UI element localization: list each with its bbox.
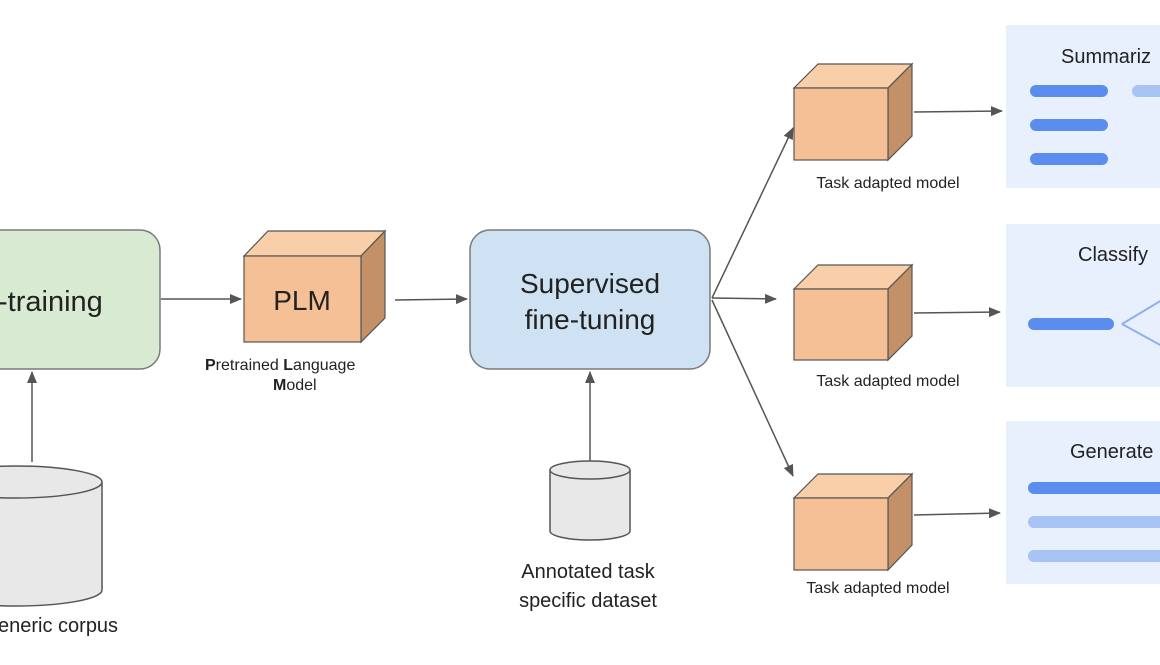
- summarize-lines-icon: [1030, 85, 1160, 165]
- generic-corpus-cylinder: [0, 465, 103, 607]
- task-model-cube-1: [792, 62, 914, 162]
- task-model-label-1: Task adapted model: [816, 175, 959, 192]
- plm-caption-line1: Pretrained Language: [205, 357, 355, 374]
- task-dataset-label-line2: specific dataset: [519, 590, 657, 612]
- task-model-label-2: Task adapted model: [816, 373, 959, 390]
- classify-panel: Classify: [1006, 224, 1160, 387]
- generate-lines-icon: [1028, 482, 1160, 562]
- classify-branch-icon: [1028, 300, 1160, 347]
- classify-panel-bg: [1006, 224, 1160, 387]
- finetune-box: Supervised fine-tuning: [469, 229, 711, 370]
- arrow-finetune-to-model-1: [711, 127, 794, 299]
- task-dataset-label-line1: Annotated task: [521, 561, 655, 583]
- plm-cube: PLM: [242, 229, 387, 344]
- arrow-finetune-to-model-2: [711, 293, 777, 304]
- finetune-label-line2: fine-tuning: [525, 304, 656, 335]
- classify-panel-title: Classify: [1078, 244, 1148, 266]
- task-model-cube-2: [792, 263, 914, 362]
- arrow-model-2-to-classify: [913, 307, 1001, 318]
- pretraining-box: -training: [0, 229, 161, 370]
- arrow-model-3-to-generate: [913, 508, 1001, 519]
- arrow-model-1-to-summarize: [913, 106, 1003, 117]
- summarize-panel: Summariz: [1006, 25, 1160, 188]
- generate-panel: Generate: [1006, 421, 1160, 584]
- summarize-panel-title: Summariz: [1061, 46, 1151, 68]
- generate-panel-title: Generate: [1070, 441, 1153, 463]
- generic-corpus-label: eneric corpus: [0, 615, 118, 637]
- plm-label: PLM: [273, 285, 331, 316]
- plm-caption-line2: Model: [273, 377, 317, 394]
- task-model-label-3: Task adapted model: [806, 580, 949, 597]
- pretraining-label: -training: [0, 286, 103, 318]
- task-model-cube-3: [792, 472, 914, 572]
- arrow-plm-to-finetune: [394, 294, 468, 305]
- task-dataset-cylinder: [549, 460, 631, 541]
- arrow-finetune-to-model-3: [711, 299, 794, 477]
- finetune-label-line1: Supervised: [520, 268, 660, 299]
